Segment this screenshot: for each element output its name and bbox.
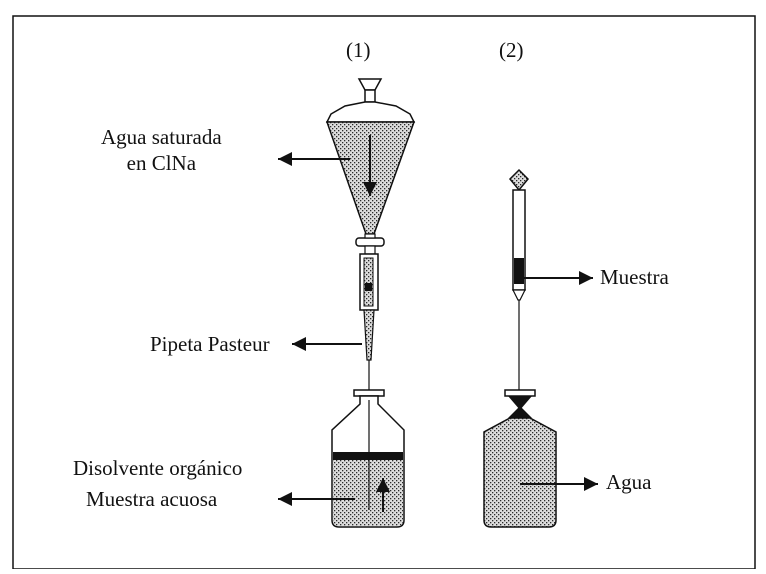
label-agua-saturada: Agua saturada en ClNa — [101, 124, 222, 176]
vial-2-body — [483, 417, 557, 528]
label-disolvente-organico: Disolvente orgánico — [73, 456, 243, 480]
label-muestra-acuosa: Muestra acuosa — [86, 487, 218, 511]
label-agua: Agua — [606, 470, 652, 494]
funnel-neck — [364, 89, 376, 103]
label-agua-saturada-line2: en ClNa — [126, 151, 197, 175]
label-agua-saturada-line1: Agua saturada — [101, 125, 222, 149]
apparatus-2-number: (2) — [499, 38, 524, 62]
vial-2-cap — [504, 389, 536, 397]
label-muestra: Muestra — [600, 265, 669, 289]
aqueous-layer — [333, 460, 403, 526]
vial-1-cap — [353, 389, 385, 397]
pipette-2 — [508, 168, 530, 392]
pasteur-pipette — [359, 253, 379, 392]
pipette-tip — [363, 309, 375, 361]
funnel-body — [325, 101, 416, 123]
pipette-2-bulb — [508, 168, 530, 192]
sample-band — [514, 258, 524, 284]
organic-layer — [333, 452, 403, 460]
funnel-stopcock — [355, 237, 385, 247]
funnel-stopper — [357, 78, 383, 91]
separatory-funnel — [325, 78, 416, 255]
label-pipeta-pasteur: Pipeta Pasteur — [150, 332, 270, 356]
apparatus-1-number: (1) — [346, 38, 371, 62]
vial-1 — [331, 389, 405, 528]
vial-2 — [483, 389, 557, 528]
